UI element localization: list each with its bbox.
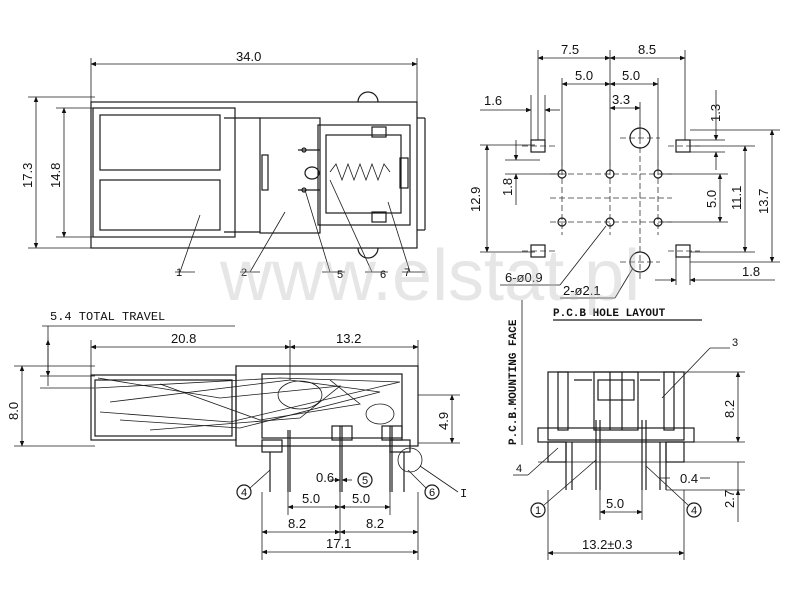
dim-1-8-v: 1.8 xyxy=(500,178,515,196)
side-view: 5.4 TOTAL TRAVEL 20.8 13.2 8.0 4.9 xyxy=(6,310,467,560)
watermark: www.elstat.pl xyxy=(219,236,640,316)
dim-5-0-b: 5.0 xyxy=(352,491,370,506)
dim-2-7: 2.7 xyxy=(722,490,737,508)
dim-1-3: 1.3 xyxy=(708,104,723,122)
dim-8-5: 8.5 xyxy=(638,42,656,57)
callout-3: 3 xyxy=(732,337,738,349)
pcb-layout-title: P.C.B HOLE LAYOUT xyxy=(553,308,666,320)
dim-5-0-b: 5.0 xyxy=(622,68,640,83)
dim-3-3: 3.3 xyxy=(612,92,630,107)
dim-13-2-tol: 13.2±0.3 xyxy=(582,537,633,552)
front-pin-callout-4: 4 xyxy=(691,505,697,517)
dim-1-8-h: 1.8 xyxy=(742,264,760,279)
holes-small-label: 6-ø0.9 xyxy=(505,270,543,285)
dim-5-0-v: 5.0 xyxy=(704,190,719,208)
dim-0-4: 0.4 xyxy=(680,471,698,486)
dim-13-2: 13.2 xyxy=(336,331,361,346)
top-view: 34.0 17.3 14.8 xyxy=(20,49,426,281)
detail-I-label: I xyxy=(460,487,467,501)
pcb-hole-layout: 7.5 8.5 5.0 5.0 3.3 1.6 1.3 12.9 1.8 5.0 xyxy=(468,42,780,321)
dim-11-1: 11.1 xyxy=(729,186,744,210)
dim-8-2: 8.2 xyxy=(722,400,737,418)
dim-12-9: 12.9 xyxy=(468,187,483,212)
dim-8-0: 8.0 xyxy=(6,402,21,420)
callout-6: 6 xyxy=(380,269,386,281)
dim-8-2-b: 8.2 xyxy=(366,516,384,531)
dim-17-3: 17.3 xyxy=(20,163,35,188)
dim-5-0-a: 5.0 xyxy=(302,491,320,506)
dim-17-1: 17.1 xyxy=(326,536,351,551)
pin-callout-5: 5 xyxy=(362,475,368,487)
pcb-mounting-face-label: P.C.B.MOUNTING FACE xyxy=(508,319,520,445)
dim-0-6: 0.6 xyxy=(316,470,334,485)
dim-8-2-a: 8.2 xyxy=(288,516,306,531)
callout-5: 5 xyxy=(337,269,343,281)
callout-1: 1 xyxy=(176,267,182,279)
front-view: P.C.B.MOUNTING FACE 8.2 0.4 xyxy=(508,300,745,560)
dim-34-0: 34.0 xyxy=(236,49,261,64)
front-pin-callout-1: 1 xyxy=(535,505,541,517)
dim-5-0-a: 5.0 xyxy=(575,68,593,83)
pin-callout-6: 6 xyxy=(429,487,435,499)
dim-14-8: 14.8 xyxy=(48,163,63,188)
holes-large-label: 2-ø2.1 xyxy=(563,283,601,298)
dim-20-8: 20.8 xyxy=(171,331,196,346)
dim-7-5: 7.5 xyxy=(561,42,579,57)
callout-2: 2 xyxy=(241,267,247,279)
dim-5-0: 5.0 xyxy=(606,496,624,511)
dim-1-6: 1.6 xyxy=(484,93,502,108)
pin-callout-4: 4 xyxy=(241,487,247,499)
callout-4: 4 xyxy=(516,463,522,475)
callout-7: 7 xyxy=(404,267,410,279)
dim-13-7: 13.7 xyxy=(756,189,771,214)
total-travel-label: 5.4 TOTAL TRAVEL xyxy=(50,310,165,324)
dim-4-9: 4.9 xyxy=(436,412,451,430)
